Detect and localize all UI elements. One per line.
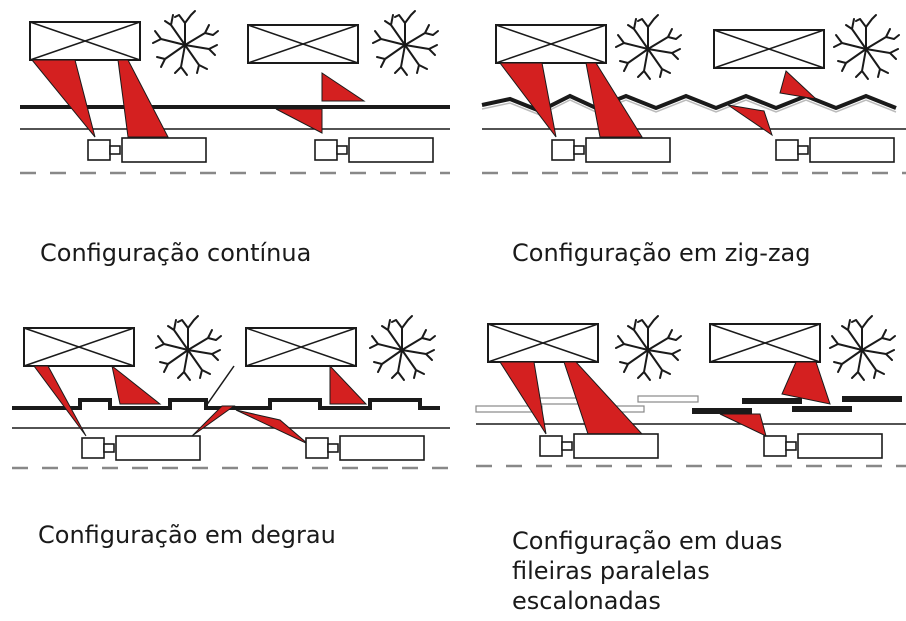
caption-paralelas: Configuração em duas fileiras paralelas … xyxy=(512,526,782,616)
building-icon xyxy=(245,327,357,367)
reflection-triangle-icon xyxy=(33,365,87,437)
reflection-triangle-icon xyxy=(117,59,169,138)
barrier-line xyxy=(12,398,440,410)
barrier-segment xyxy=(842,396,902,402)
diagram-continua xyxy=(10,5,450,195)
barrier-segment xyxy=(792,406,852,412)
reflection-triangle-icon xyxy=(329,364,368,405)
building-icon xyxy=(709,323,821,363)
building-icon xyxy=(713,29,825,69)
diagram-degrau xyxy=(10,310,450,480)
reflection-triangle-icon xyxy=(563,361,644,435)
caption-line: escalonadas xyxy=(512,587,661,615)
vehicle-icon xyxy=(314,137,434,163)
caption-continua: Configuração contínua xyxy=(40,238,311,268)
caption-line: Configuração em duas xyxy=(512,527,783,555)
tree-icon xyxy=(615,315,682,381)
vehicle-icon xyxy=(81,435,201,461)
caption-line: Configuração em degrau xyxy=(38,521,336,549)
barrier-segment xyxy=(692,408,752,414)
diagram-zigzag xyxy=(470,5,906,195)
reflection-triangle-icon xyxy=(235,409,309,445)
tree-icon xyxy=(372,10,439,76)
tree-icon xyxy=(369,315,436,381)
vehicle-icon xyxy=(87,137,207,163)
reflection-triangle-icon xyxy=(585,62,643,138)
reflection-triangle-icon xyxy=(321,72,366,102)
caption-zigzag: Configuração em zig-zag xyxy=(512,238,810,268)
barrier-segment xyxy=(637,395,699,403)
vehicle-icon xyxy=(305,435,425,461)
diagram-paralelas xyxy=(470,310,906,480)
caption-degrau: Configuração em degrau xyxy=(38,520,336,550)
reflection-triangle-icon xyxy=(275,108,323,134)
reflection-triangle-icon xyxy=(781,361,831,405)
building-icon xyxy=(29,21,141,61)
reflection-triangle-icon xyxy=(727,104,773,137)
reflection-triangle-icon xyxy=(779,70,818,100)
vehicle-icon xyxy=(775,137,895,163)
building-icon xyxy=(487,323,599,363)
reflection-triangle-icon xyxy=(111,364,162,405)
building-icon xyxy=(23,327,135,367)
tree-icon xyxy=(152,10,219,76)
vehicle-icon xyxy=(551,137,671,163)
caption-line: Configuração em zig-zag xyxy=(512,239,811,267)
tree-icon xyxy=(615,14,682,80)
tree-icon xyxy=(155,315,222,381)
reflection-triangle-icon xyxy=(498,62,557,138)
barrier-segment xyxy=(742,398,802,404)
vehicle-icon xyxy=(539,433,659,459)
reflection-triangle-icon xyxy=(30,59,96,138)
tree-icon xyxy=(829,315,896,381)
reflection-triangle-icon xyxy=(191,405,236,437)
building-icon xyxy=(495,24,607,64)
caption-line: fileiras paralelas xyxy=(512,557,710,585)
reflection-triangle-icon xyxy=(499,361,547,435)
reflection-triangle-icon xyxy=(719,413,767,437)
tree-icon xyxy=(833,14,900,80)
vehicle-icon xyxy=(763,433,883,459)
building-icon xyxy=(247,24,359,64)
caption-line: Configuração contínua xyxy=(40,239,312,267)
